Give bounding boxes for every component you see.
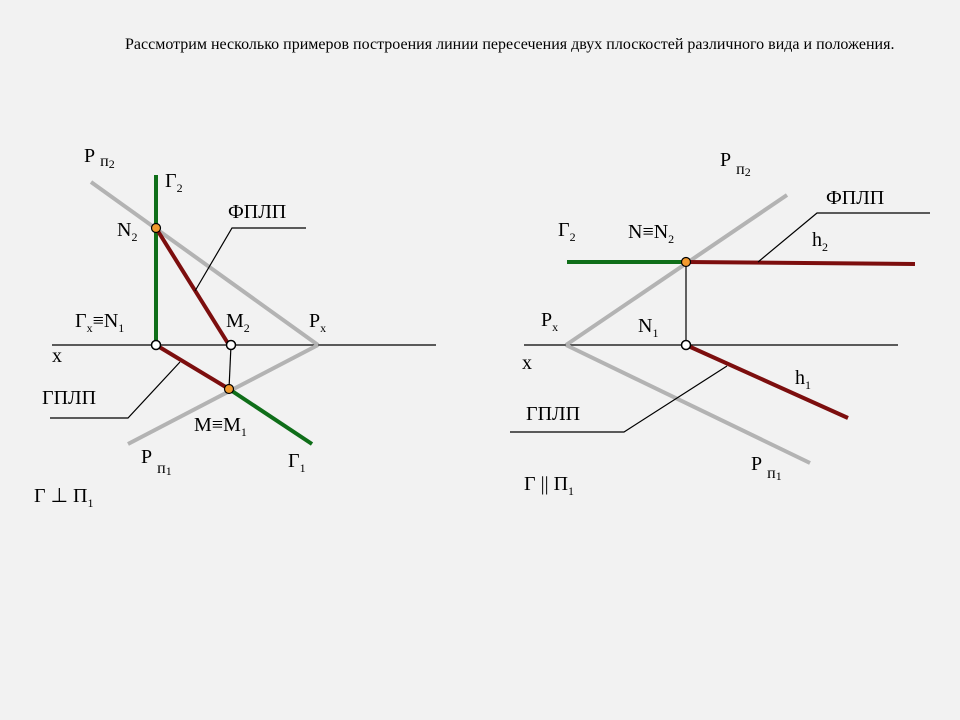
- left-link-m2-m1: [228, 344, 232, 390]
- left-point-n2: [150, 222, 162, 234]
- left-point-n1: [150, 339, 162, 351]
- right-trace-p-pi1: [565, 343, 811, 465]
- left-point-m2: [225, 339, 237, 351]
- left-trace-g1: [227, 387, 314, 446]
- right-label-px: Px: [541, 309, 558, 334]
- left-label-m2: M2: [226, 310, 250, 335]
- right-point-n1: [680, 339, 692, 351]
- left-label-x: x: [52, 345, 62, 367]
- left-fplp-leader: [194, 227, 306, 292]
- left-gplp-leader: [50, 361, 181, 419]
- right-label-gplp: ГПЛП: [526, 403, 580, 425]
- left-label-relation: Г ⊥ П1: [34, 485, 93, 510]
- right-label-x: x: [522, 352, 532, 374]
- left-trace-p-pi1: [127, 343, 319, 446]
- left-line-mn-horizontal: [154, 343, 231, 391]
- left-label-g1: Г1: [288, 450, 306, 475]
- left-point-m1: [223, 383, 235, 395]
- left-label-gplp: ГПЛП: [42, 387, 96, 409]
- right-label-g2: Г2: [558, 219, 576, 244]
- right-label-h2: h2: [812, 229, 828, 254]
- left-label-fplp: ФПЛП: [228, 201, 286, 223]
- right-fplp-leader: [757, 212, 930, 263]
- right-label-relation: Г || П1: [524, 473, 574, 498]
- right-label-n-n2: N≡N2: [628, 221, 674, 246]
- right-trace-p-pi2: [564, 193, 789, 347]
- right-label-n1: N1: [638, 315, 658, 340]
- right-label-fplp: ФПЛП: [826, 187, 884, 209]
- right-line-h2: [685, 260, 916, 266]
- left-label-p-pi1: Рп1: [141, 446, 172, 478]
- right-line-h1: [685, 343, 849, 420]
- left-label-px: Px: [309, 310, 326, 335]
- intro-text: Рассмотрим несколько примеров построения…: [125, 36, 895, 53]
- right-point-n2: [680, 256, 692, 268]
- left-line-mn-frontal: [154, 226, 231, 347]
- left-label-m-m1: M≡M1: [194, 414, 247, 439]
- left-label-n2: N2: [117, 219, 137, 244]
- right-gplp-leader: [510, 365, 728, 433]
- right-label-h1: h1: [795, 367, 811, 392]
- left-trace-p-pi2: [89, 180, 320, 347]
- left-label-gx-n1: Гx≡N1: [75, 310, 124, 335]
- left-label-g2: Г2: [165, 170, 183, 195]
